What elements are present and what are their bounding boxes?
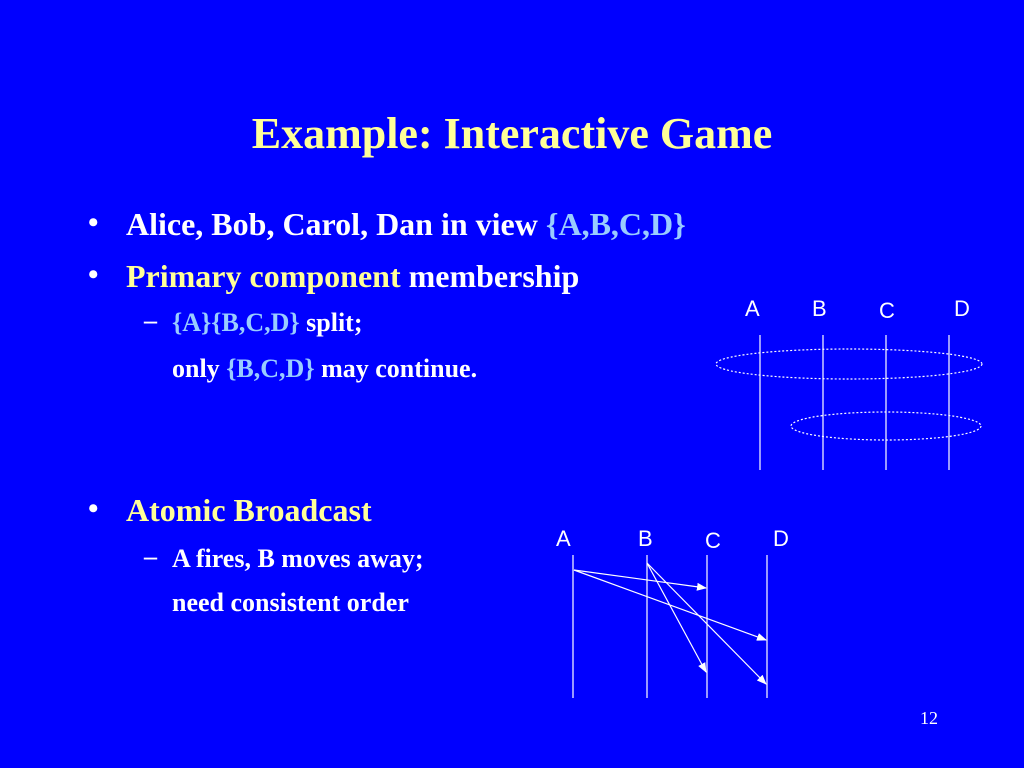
- bottom-diagram: [572, 555, 768, 698]
- dash-marker: –: [144, 306, 157, 335]
- bullet-1: Alice, Bob, Carol, Dan in view {A,B,C,D}: [126, 204, 686, 244]
- bottom-diagram-label-c: C: [705, 528, 721, 553]
- bullet-3-highlight: Atomic Broadcast: [126, 492, 372, 528]
- bottom-diagram-label-a: A: [556, 526, 571, 551]
- sub-bullet-1-cont-suffix: may continue.: [314, 354, 478, 383]
- top-diagram-label-a: A: [745, 296, 760, 321]
- bullet-1-highlight: {A,B,C,D}: [545, 206, 686, 242]
- message-arrow-b-to-d: [646, 562, 767, 685]
- sub-bullet-1-cont-prefix: only: [172, 354, 227, 383]
- sub-bullet-1: {A}{B,C,D} split;: [172, 306, 363, 340]
- bullet-marker: •: [88, 206, 99, 239]
- bottom-diagram-label-d: D: [773, 526, 789, 551]
- sub-bullet-2-continuation: need consistent order: [172, 586, 409, 620]
- sub-bullet-1-highlight: {A}{B,C,D}: [172, 308, 300, 337]
- sub-bullet-1-cont-highlight: {B,C,D}: [226, 354, 315, 383]
- bullet-3: Atomic Broadcast: [126, 490, 372, 530]
- bottom-diagram-label-b: B: [638, 526, 653, 551]
- bullet-2: Primary component membership: [126, 256, 579, 296]
- sub-bullet-2: A fires, B moves away;: [172, 542, 424, 576]
- top-diagram-label-d: D: [954, 296, 970, 321]
- view-ellipse-abcd: [715, 348, 983, 380]
- slide-title: Example: Interactive Game: [251, 109, 773, 158]
- message-arrow-b-to-c: [646, 562, 707, 673]
- bullet-marker: •: [88, 492, 99, 525]
- top-diagram: [715, 335, 983, 470]
- sub-bullet-2-cont-text: need consistent order: [172, 588, 409, 617]
- bullet-2-text: membership: [400, 258, 580, 294]
- sub-bullet-1-text: split;: [299, 308, 363, 337]
- dash-marker: –: [144, 542, 157, 571]
- bullet-1-text: Alice, Bob, Carol, Dan in view: [126, 206, 546, 242]
- bullet-marker: •: [88, 258, 99, 291]
- view-ellipse-bcd: [790, 411, 982, 441]
- bullet-2-highlight: Primary component: [126, 258, 401, 294]
- sub-bullet-1-continuation: only {B,C,D} may continue.: [172, 352, 477, 386]
- sub-bullet-2-text: A fires, B moves away;: [172, 544, 424, 573]
- top-diagram-label-b: B: [812, 296, 827, 321]
- message-arrow-a-to-c: [573, 569, 707, 591]
- top-diagram-label-c: C: [879, 298, 895, 323]
- page-number: 12: [920, 708, 938, 728]
